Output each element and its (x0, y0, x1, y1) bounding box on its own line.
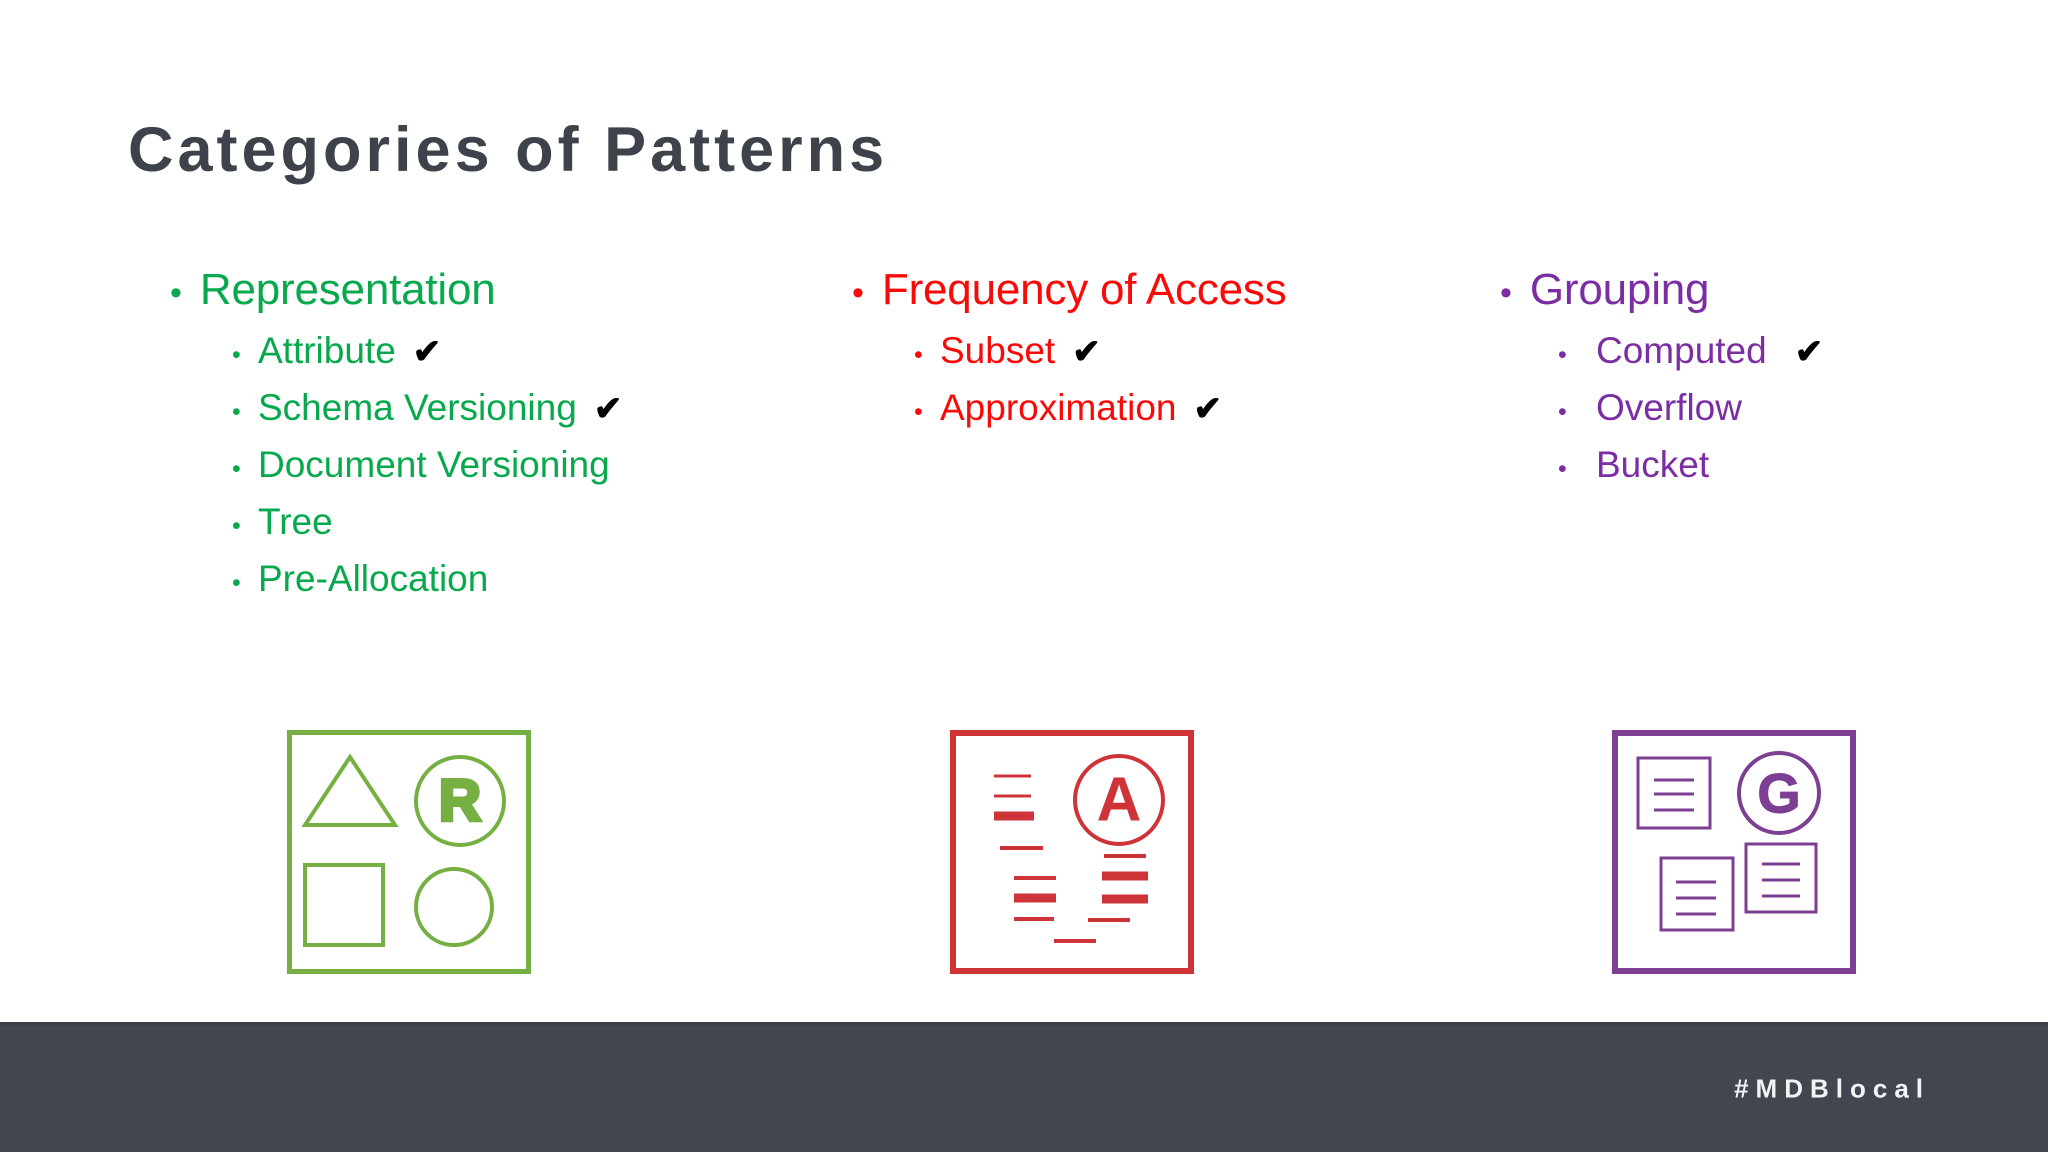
pattern-label: Schema Versioning (258, 387, 577, 428)
text-lines-left (994, 774, 1096, 943)
list-item: • Attribute ✔ (170, 332, 790, 369)
pattern-list-grouping: • Computed ✔ • Overflow • Bucket (1500, 332, 2020, 483)
pattern-label: Subset (940, 330, 1056, 371)
bullet-icon: • (232, 341, 241, 369)
event-hashtag: #MDBlocal (1734, 1073, 1930, 1103)
group-box-top-left (1636, 756, 1712, 830)
pattern-label: Overflow (1596, 387, 1742, 428)
category-column-grouping: • Grouping • Computed ✔ • Overflow • Buc… (1500, 268, 2020, 484)
list-item: • Schema Versioning ✔ (170, 389, 790, 426)
list-item: • Subset ✔ (852, 332, 1452, 369)
text-lines-right (1088, 854, 1148, 922)
checkmark-icon: ✔ (1072, 333, 1101, 371)
page-title: Categories of Patterns (128, 115, 889, 185)
representation-shapes-icon: R (287, 730, 531, 974)
group-box-bottom-left (1659, 856, 1735, 932)
checkmark-icon: ✔ (593, 390, 623, 428)
category-header-grouping: • Grouping (1500, 268, 2020, 312)
category-label: Representation (199, 265, 496, 314)
letter-circle (1737, 751, 1821, 835)
list-item: • Tree (170, 503, 790, 540)
group-box-bottom-right (1744, 842, 1818, 914)
letter-circle (414, 755, 506, 847)
bullet-icon: • (232, 455, 241, 483)
pattern-list-representation: • Attribute ✔ • Schema Versioning ✔ • Do… (170, 332, 790, 597)
bullet-icon: • (232, 512, 241, 540)
list-item: • Computed ✔ (1500, 332, 2020, 369)
checkmark-icon: ✔ (1794, 333, 1824, 371)
list-item: • Bucket (1500, 446, 2020, 483)
category-column-representation: • Representation • Attribute ✔ • Schema … (170, 268, 790, 598)
checkmark-icon: ✔ (412, 333, 442, 371)
bullet-icon: • (1500, 274, 1512, 312)
circle-shape (414, 867, 494, 947)
bullet-icon: • (852, 274, 864, 312)
bullet-icon: • (1558, 455, 1567, 483)
bullet-icon: • (1558, 398, 1567, 426)
triangle-shape (301, 753, 399, 827)
list-item: • Overflow (1500, 389, 2020, 426)
pattern-list-frequency-of-access: • Subset ✔ • Approximation ✔ (852, 332, 1452, 426)
list-item: • Pre-Allocation (170, 560, 790, 597)
checkmark-icon: ✔ (1193, 390, 1223, 428)
bullet-icon: • (170, 274, 182, 312)
list-item: • Approximation ✔ (852, 389, 1452, 426)
pattern-label: Attribute (258, 330, 396, 371)
icon-letter: A (1097, 766, 1142, 835)
bullet-icon: • (914, 398, 923, 426)
frequency-document-icon: A (950, 730, 1194, 974)
pattern-label: Bucket (1596, 444, 1710, 485)
category-header-representation: • Representation (170, 268, 790, 312)
bullet-icon: • (232, 398, 241, 426)
pattern-label: Computed (1596, 330, 1767, 371)
list-item: • Document Versioning (170, 446, 790, 483)
category-column-frequency-of-access: • Frequency of Access • Subset ✔ • Appro… (852, 268, 1452, 427)
pattern-label: Tree (258, 501, 333, 542)
icon-letter: G (1757, 762, 1801, 825)
grouping-boxes-icon: G (1612, 730, 1856, 974)
pattern-label: Document Versioning (258, 444, 610, 485)
category-header-frequency-of-access: • Frequency of Access (852, 268, 1452, 312)
bullet-icon: • (1558, 341, 1567, 369)
bullet-icon: • (232, 569, 241, 597)
square-shape (303, 863, 385, 947)
category-label: Grouping (1529, 265, 1710, 314)
pattern-label: Pre-Allocation (258, 558, 489, 599)
icon-letter: R (439, 769, 481, 834)
footer-bar: #MDBlocal (0, 1022, 2048, 1152)
bullet-icon: • (914, 341, 923, 369)
letter-circle (1073, 754, 1165, 846)
category-label: Frequency of Access (881, 265, 1287, 314)
pattern-label: Approximation (940, 387, 1177, 428)
